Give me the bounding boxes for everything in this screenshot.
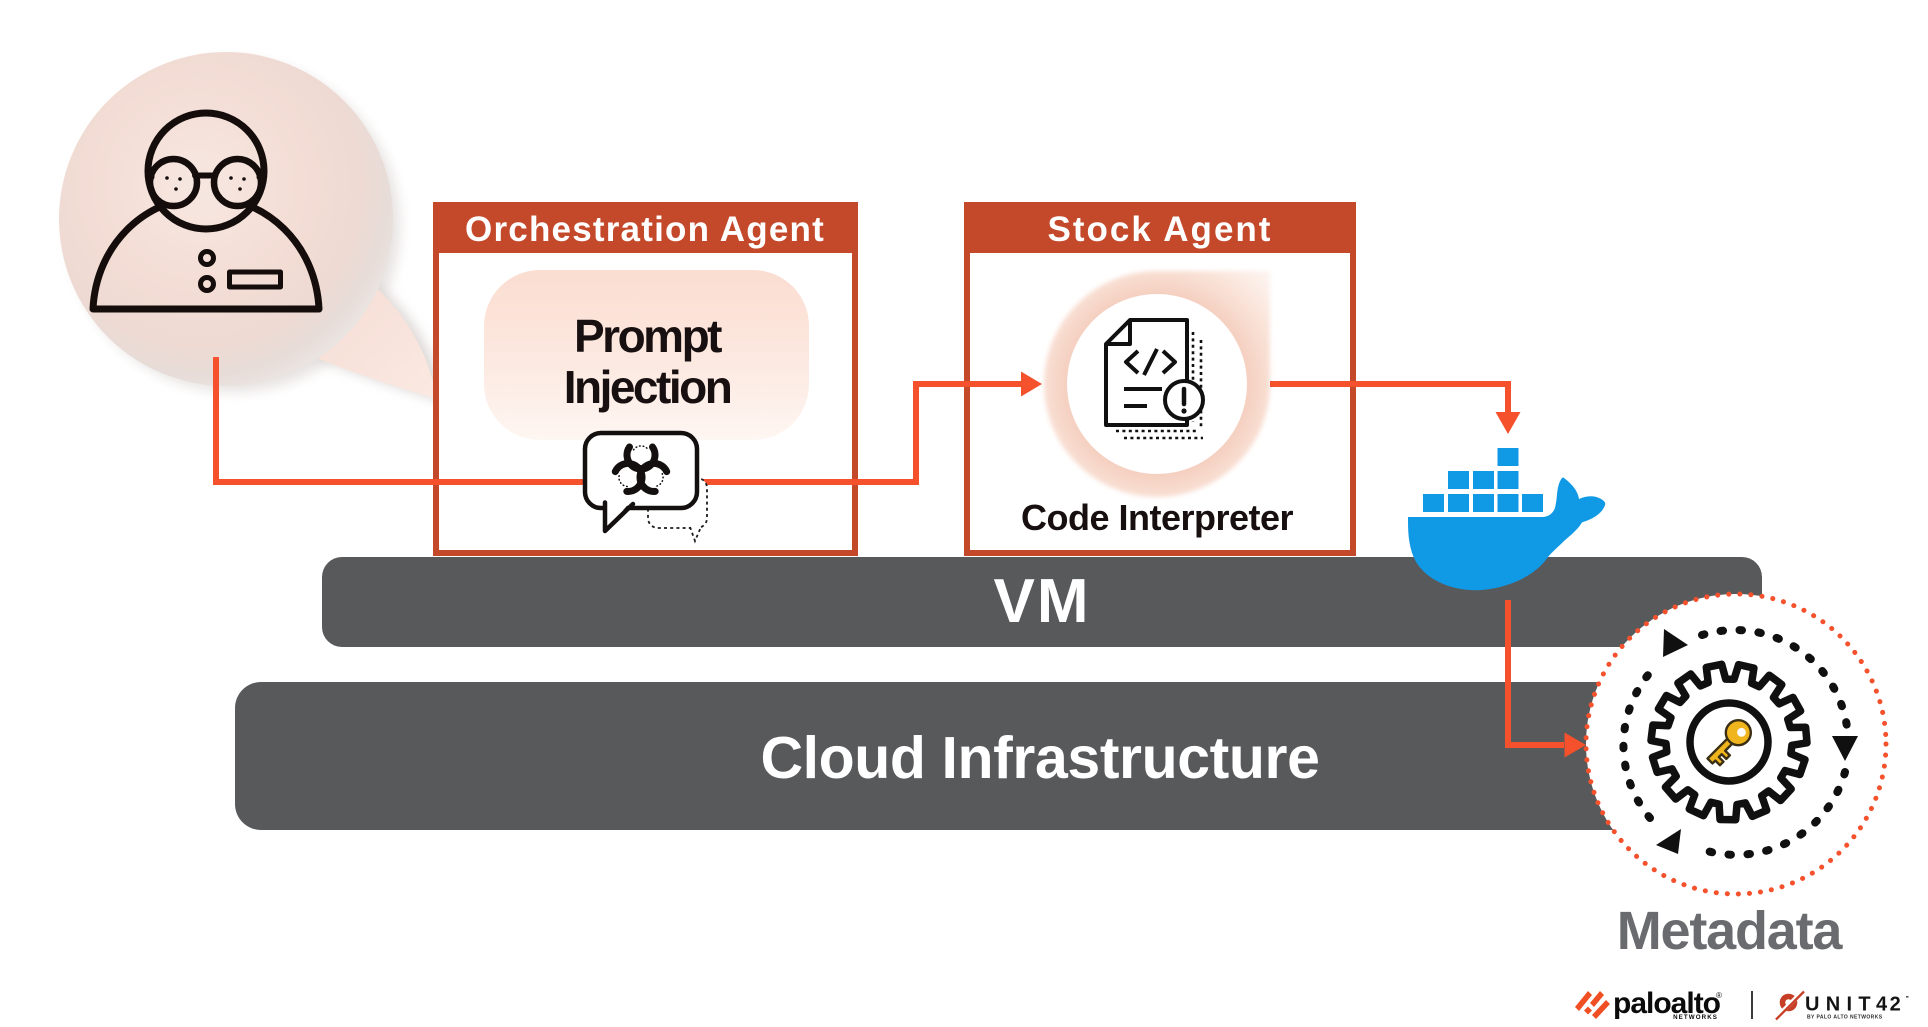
svg-text:Orchestration Agent: Orchestration Agent [465, 210, 825, 249]
svg-text:VM: VM [994, 567, 1091, 636]
svg-text:42: 42 [1876, 994, 1903, 1016]
svg-text:paloalto: paloalto [1613, 987, 1721, 1020]
svg-text:NETWORKS: NETWORKS [1673, 1014, 1718, 1021]
svg-text:UNIT: UNIT [1805, 994, 1877, 1016]
svg-text:Injection: Injection [564, 361, 731, 413]
svg-text:®: ® [1716, 991, 1722, 1000]
svg-text:BY PALO ALTO NETWORKS: BY PALO ALTO NETWORKS [1807, 1015, 1883, 1021]
svg-text:Stock Agent: Stock Agent [1048, 210, 1273, 249]
svg-text:Prompt: Prompt [574, 310, 722, 362]
svg-text:Cloud Infrastructure: Cloud Infrastructure [760, 725, 1319, 791]
svg-text:Code Interpreter: Code Interpreter [1021, 497, 1294, 538]
svg-text:Metadata: Metadata [1617, 901, 1844, 961]
